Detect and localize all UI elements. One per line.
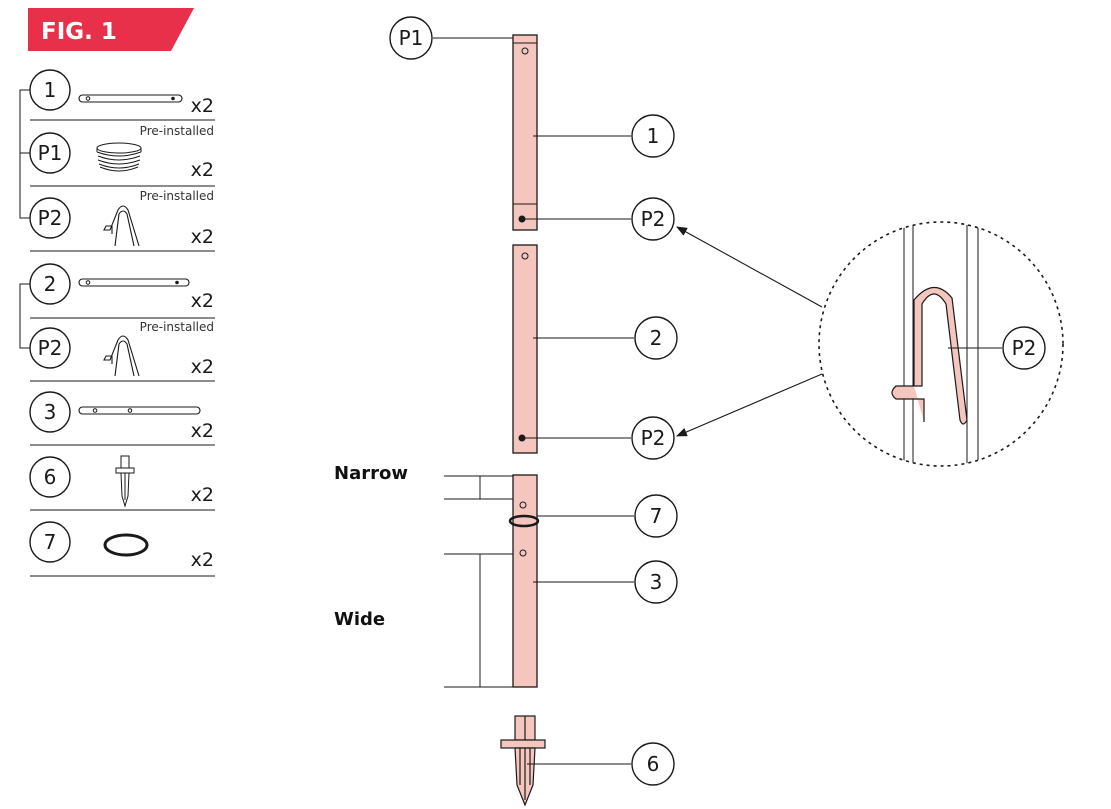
end-cap-icon <box>96 142 142 172</box>
callout-part-7: 7 <box>537 494 678 538</box>
spring-clip-icon <box>103 335 140 377</box>
tube-part-3 <box>512 474 538 688</box>
svg-text:P2: P2 <box>641 426 666 450</box>
svg-text:3: 3 <box>650 570 663 594</box>
tube-long-icon <box>78 406 201 415</box>
callout-part-2: 2 <box>533 316 678 360</box>
parts-list-row: Pre-installed P1 x2 <box>29 124 215 187</box>
o-ring-part-7 <box>508 514 540 528</box>
part-number: 3 <box>44 400 57 424</box>
figure-badge: FIG. 1 <box>28 8 194 51</box>
part-quantity: x2 <box>191 484 214 506</box>
callout-p2-lower: P2 <box>525 416 675 460</box>
part-number-circle <box>29 456 71 498</box>
o-ring-icon <box>103 533 149 557</box>
detail-zoom-circle: P2 <box>818 221 1064 467</box>
preinstalled-note: Pre-installed <box>140 124 214 138</box>
parts-list-row: 7 x2 <box>29 521 215 577</box>
ground-stake-icon <box>115 455 135 508</box>
callout-p2-upper: P2 <box>525 197 675 241</box>
dimension-lines <box>444 475 513 688</box>
detail-callout-p2: P2 <box>1012 336 1037 360</box>
parts-list: 1 x2 Pre-installed P1 x2 <box>19 69 215 577</box>
svg-text:2: 2 <box>650 326 663 350</box>
group-bracket-1 <box>19 89 30 219</box>
figure-badge-shape <box>28 8 194 51</box>
tube-short-icon <box>78 278 190 287</box>
part-number: P2 <box>38 206 63 230</box>
part-number: 6 <box>44 465 57 489</box>
part-number-circle <box>29 69 71 111</box>
parts-list-row: Pre-installed P2 x2 <box>29 320 215 382</box>
part-number: 7 <box>44 530 57 554</box>
ground-stake-part-6 <box>500 715 546 807</box>
wide-label: Wide <box>334 609 385 630</box>
part-quantity: x2 <box>191 159 214 181</box>
tube-part-2 <box>512 244 538 454</box>
figure-label: FIG. 1 <box>41 19 117 45</box>
part-number-circle <box>29 327 71 369</box>
spring-clip-detail <box>891 286 968 425</box>
part-number-circle <box>29 263 71 305</box>
svg-text:6: 6 <box>647 752 660 776</box>
narrow-label: Narrow <box>334 463 408 484</box>
svg-text:P2: P2 <box>641 207 666 231</box>
part-quantity: x2 <box>191 226 214 248</box>
parts-list-row: Pre-installed P2 x2 <box>29 189 215 252</box>
part-number: 2 <box>44 272 57 296</box>
parts-list-row: 2 x2 <box>29 263 215 319</box>
tube-short-icon <box>78 94 183 103</box>
part-number-circle <box>29 197 71 239</box>
callout-part-6: 6 <box>527 742 675 786</box>
svg-text:P1: P1 <box>399 26 424 50</box>
part-quantity: x2 <box>191 356 214 378</box>
part-number-circle <box>29 391 71 433</box>
part-quantity: x2 <box>191 290 214 312</box>
callout-part-1: 1 <box>533 114 675 158</box>
part-number: P1 <box>38 141 63 165</box>
preinstalled-note: Pre-installed <box>140 189 214 203</box>
parts-list-row: 6 x2 <box>29 455 215 511</box>
part-number-circle <box>29 521 71 563</box>
spring-clip-icon <box>103 205 140 247</box>
assembly-view: Narrow Wide P1 1 P2 2 <box>334 16 1064 807</box>
parts-list-row: 1 x2 <box>29 69 215 121</box>
parts-list-row: 3 x2 <box>29 391 215 446</box>
part-quantity: x2 <box>191 420 214 442</box>
callout-part-3: 3 <box>533 560 678 604</box>
group-bracket-2 <box>19 283 30 349</box>
arrow-to-p2-upper <box>676 226 823 308</box>
part-number-circle <box>29 132 71 174</box>
svg-text:1: 1 <box>647 124 660 148</box>
tube-part-1 <box>512 34 538 231</box>
part-number: P2 <box>38 336 63 360</box>
part-quantity: x2 <box>191 95 214 117</box>
preinstalled-note: Pre-installed <box>140 320 214 334</box>
detail-arrows <box>675 226 823 437</box>
callout-p1: P1 <box>389 16 513 60</box>
part-number: 1 <box>44 78 57 102</box>
arrow-to-p2-lower <box>675 373 823 437</box>
svg-text:7: 7 <box>650 504 663 528</box>
part-quantity: x2 <box>191 549 214 571</box>
